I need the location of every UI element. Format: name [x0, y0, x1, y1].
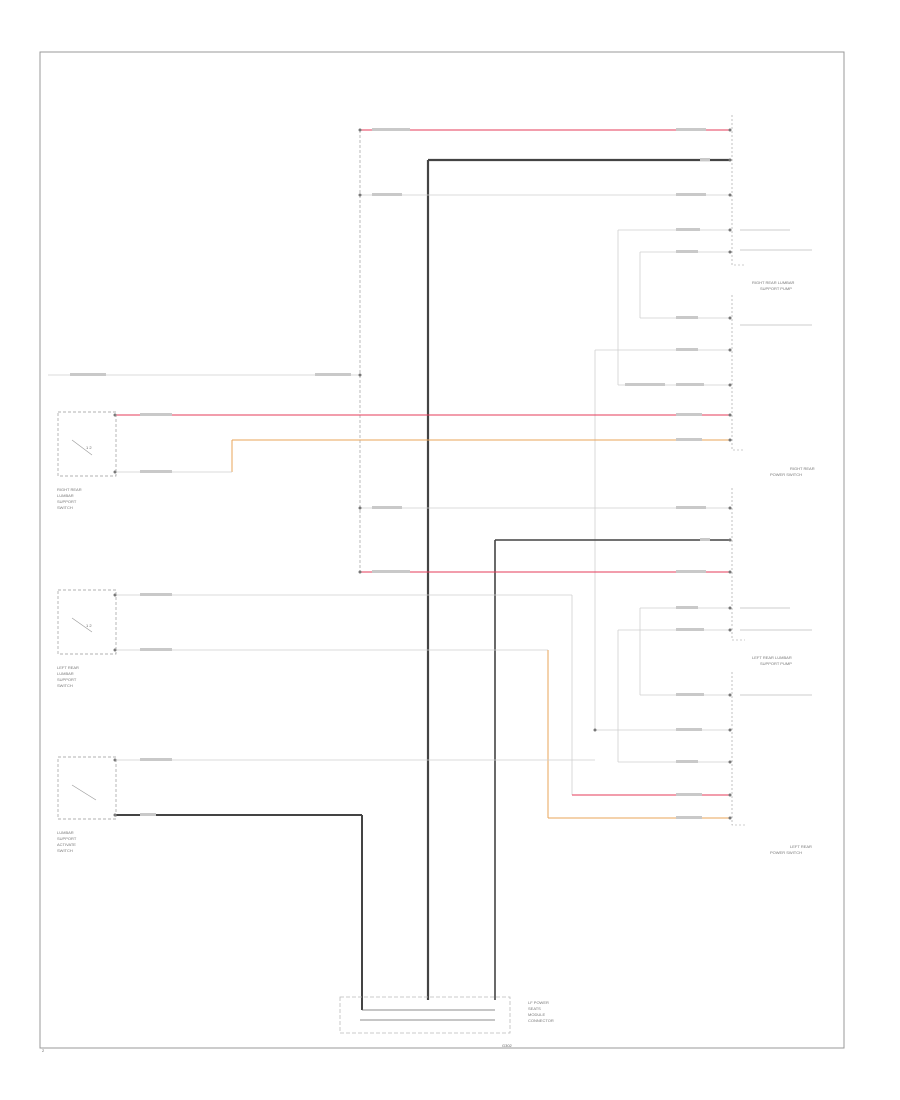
lr-switch-label: LEFT REAR LUMBAR SUPPORT SWITCH: [57, 665, 79, 688]
switch-contact-1: [71, 439, 93, 456]
rr-power-switch-label: RIGHT REAR POWER SWITCH: [770, 466, 815, 477]
page-marker: 2: [42, 1048, 45, 1053]
lumbar-switch-label: LUMBAR SUPPORT ACTIVATE SWITCH: [57, 830, 77, 853]
lumbar-switch-box: [57, 756, 117, 820]
svg-text:LEFT REAR: LEFT REAR: [57, 665, 79, 670]
switch-label-1: 1 2: [86, 445, 92, 450]
svg-text:POWER SWITCH: POWER SWITCH: [770, 472, 802, 477]
right-components: [731, 115, 812, 826]
svg-text:LF POWER: LF POWER: [528, 1000, 549, 1005]
svg-text:POWER SWITCH: POWER SWITCH: [770, 850, 802, 855]
diagram-frame: [39, 51, 845, 1049]
svg-text:LEFT REAR LUMBAR: LEFT REAR LUMBAR: [752, 655, 792, 660]
module-connector-label: LF POWER SEATS MODULE CONNECTOR: [528, 1000, 554, 1023]
svg-text:SUPPORT: SUPPORT: [57, 677, 77, 682]
lr-pump-label: LEFT REAR LUMBAR SUPPORT PUMP: [752, 655, 792, 666]
switch-contact-2: [71, 617, 93, 633]
svg-text:SUPPORT: SUPPORT: [57, 499, 77, 504]
svg-text:SWITCH: SWITCH: [57, 683, 73, 688]
svg-text:SUPPORT PUMP: SUPPORT PUMP: [760, 661, 792, 666]
right-rear-switch-box: [57, 411, 117, 477]
connector-dots: [113, 128, 732, 820]
switch-contact-3: [71, 784, 97, 801]
svg-text:LUMBAR: LUMBAR: [57, 830, 74, 835]
rr-switch-label: RIGHT REAR LUMBAR SUPPORT SWITCH: [57, 487, 82, 510]
svg-text:CONNECTOR: CONNECTOR: [528, 1018, 554, 1023]
svg-text:SWITCH: SWITCH: [57, 505, 73, 510]
svg-text:RIGHT REAR: RIGHT REAR: [790, 466, 815, 471]
svg-text:RIGHT REAR LUMBAR: RIGHT REAR LUMBAR: [752, 280, 794, 285]
ground-marker: G302: [502, 1043, 513, 1048]
svg-text:LEFT REAR: LEFT REAR: [790, 844, 812, 849]
svg-text:RIGHT REAR: RIGHT REAR: [57, 487, 82, 492]
svg-text:SUPPORT: SUPPORT: [57, 836, 77, 841]
svg-text:SEATS: SEATS: [528, 1006, 541, 1011]
module-connector-box: [339, 996, 511, 1034]
lr-power-switch-label: LEFT REAR POWER SWITCH: [770, 844, 812, 855]
svg-text:SWITCH: SWITCH: [57, 848, 73, 853]
svg-text:LUMBAR: LUMBAR: [57, 493, 74, 498]
svg-text:ACTIVATE: ACTIVATE: [57, 842, 76, 847]
rr-pump-label: RIGHT REAR LUMBAR SUPPORT PUMP: [752, 280, 794, 291]
left-rear-switch-box: [57, 589, 117, 655]
wire-labels: [70, 128, 710, 819]
switch-label-2: 1 2: [86, 623, 92, 628]
svg-text:SUPPORT PUMP: SUPPORT PUMP: [760, 286, 792, 291]
svg-text:MODULE: MODULE: [528, 1012, 545, 1017]
svg-text:LUMBAR: LUMBAR: [57, 671, 74, 676]
